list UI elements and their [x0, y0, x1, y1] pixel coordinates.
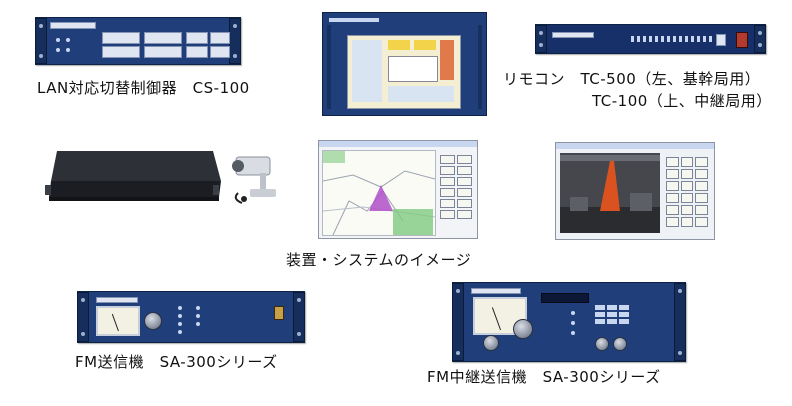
cs100-switch-controller-image [35, 17, 241, 65]
night-camera-view [560, 153, 660, 233]
tower-icon [600, 161, 620, 211]
tc500-caption: リモコン TC-500（左、基幹局用） [503, 70, 761, 88]
map-marker-icon [369, 185, 393, 211]
tc500-indicator-strip [631, 36, 713, 42]
touch-panel-screen [347, 35, 461, 109]
surveillance-camera-image [232, 156, 276, 204]
camera-monitor-screen-image [555, 142, 715, 240]
cs100-caption: LAN対応切替制御器 CS-100 [37, 79, 250, 97]
tc500-power-switch [736, 32, 748, 48]
fm-repeater-button-panel [595, 305, 629, 331]
fm-repeater-caption: FM中継送信機 SA-300シリーズ [427, 368, 661, 386]
fm-repeater-transmitter-image [452, 282, 686, 362]
tc500-remote-image [535, 24, 766, 54]
brand-nameplate [50, 22, 96, 29]
fm-repeater-display [541, 293, 589, 303]
system-image-caption: 装置・システムのイメージ [286, 251, 472, 269]
map-control-screen-image [318, 140, 478, 239]
map-control-buttons [440, 155, 472, 227]
server-chassis-image [45, 151, 221, 201]
tc100-caption: TC-100（上、中継局用） [592, 92, 772, 110]
map-area [322, 150, 436, 236]
fm-transmitter-power-switch [274, 306, 284, 320]
fm-transmitter-caption: FM送信機 SA-300シリーズ [75, 353, 278, 371]
fm-transmitter-meter [96, 306, 140, 336]
fm-transmitter-image [77, 291, 305, 343]
camera-control-buttons [666, 157, 708, 233]
touch-panel-display-image [322, 12, 487, 116]
